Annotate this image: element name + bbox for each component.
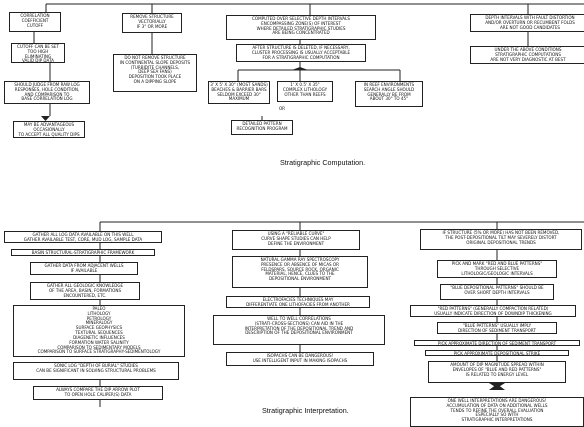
- blue-patterns-transport-box: "BLUE PATTERNS" USUALLY IMPLY DIRECTION …: [437, 322, 557, 334]
- computation-caption: Stratigraphic Computation.: [280, 158, 366, 167]
- geologic-knowledge-box: GATHER ALL GEOLOGIC KNOWLEDGE OF THE ARE…: [30, 282, 140, 300]
- red-patterns-box: "RED PATTERNS" (GENERALLY COMPACTION REL…: [410, 305, 576, 317]
- structure-not-removed-box: IF STRUCTURE (5% OR MORE) HAS NOT BEEN R…: [420, 229, 582, 250]
- correlation-coefficient-box: CORRELATION COEFFICIENT CUTOFF: [9, 12, 61, 32]
- computed-intervals-box: COMPUTED OVER SELECTIVE DEPTH INTERVALS …: [226, 15, 376, 40]
- reliable-curve-box: USING A "RELIABLE CURVE" CURVE SHAPE STU…: [232, 230, 360, 250]
- beaches-barrier-bars-box: 3' x 5' x 30° (most sands) BEACHES & BAR…: [208, 81, 270, 104]
- paleo-list-box: PALEO LITHOLOGY PETROLOGY MINERALOGY SUR…: [13, 305, 185, 357]
- electrofacies-box: ELECTROFACIES TECHNIQUES MAY DIFFERENTIA…: [226, 296, 370, 308]
- compare-caliper-box: ALWAYS COMPARE THE DIP ARROW PLOT TO OPE…: [33, 386, 163, 400]
- sediment-transport-box: PICK APPROXIMATE DIRECTION OF SEDIMENT T…: [414, 340, 580, 346]
- cutoff-too-high-box: CUTOFF CAN BE SET TOO HIGH ELIMINATING V…: [11, 43, 65, 63]
- adjacent-wells-box: GATHER DATA FROM ADJACENT WELLS IF AVAIL…: [30, 262, 138, 275]
- interpretation-caption: Stratigraphic Interpretation.: [262, 406, 349, 415]
- one-well-interpretations-box: ONE WELL INTERPRETATIONS ARE DANGEROUS! …: [410, 397, 584, 427]
- isopachs-dangerous-box: ISOPACHS CAN BE DANGEROUS! USE INTELLIGE…: [226, 352, 374, 366]
- well-to-well-correlation-box: WELL TO WELL CORRELATIONS (STRATI-CROSS-…: [213, 315, 385, 345]
- gamma-spectroscopy-box: NATURAL GAMMA RAY SPECTROSCOPY PRESENCE …: [232, 256, 368, 288]
- basin-framework-box: BASIN STRUCTURAL-STRATIGRAPHIC FRAMEWORK: [11, 249, 155, 256]
- or-label: OR: [278, 106, 286, 111]
- sonic-log-box: SONIC LOG "DEPTH OF BURIAL" STUDIES CAN …: [13, 362, 179, 380]
- depositional-strike-box: PICK APPROXIMATE DEPOSITIONAL STRIKE: [425, 350, 569, 356]
- detailed-pattern-recognition-box: DETAILED PATTERN RECOGNITION PROGRAM: [231, 120, 293, 135]
- not-diagnostic-box: UNDER THE ABOVE CONDITIONS STRATIGRAPHIC…: [470, 46, 584, 64]
- blue-depositional-patterns-box: "BLUE DEPOSITIONAL PATTERNS" SHOULD BE O…: [440, 284, 554, 300]
- fault-distortion-box: DEPTH INTERVALS WITH FAULT DISTORTION AN…: [470, 14, 584, 32]
- dip-magnitude-spread-box: AMOUNT OF DIP MAGNITUDE SPREAD WITHIN EN…: [428, 361, 566, 383]
- do-not-remove-structure-box: DO NOT REMOVE STRUCTURE IN CONTINENTAL S…: [113, 54, 197, 92]
- judge-raw-log-box: SHOULD JUDGE FROM RAW LOG RESPONSES, HOL…: [4, 81, 90, 104]
- remove-structure-box: REMOVE STRUCTURE VECTORIALLY IF 3° OR MO…: [122, 13, 182, 33]
- accept-all-dips-box: MAY BE ADVANTAGEOUS OCCASIONALLY TO ACCE…: [13, 121, 85, 138]
- complex-lithology-box: 1' x 0.5' x 35° COMPLEX LITHOLOGY OTHER …: [277, 81, 333, 102]
- gather-log-data-box: GATHER ALL LOG DATA AVAILABLE ON THIS WE…: [4, 231, 162, 243]
- pick-red-blue-patterns-box: PICK AND MARK "RED AND BLUE PATTERNS" TH…: [437, 260, 557, 278]
- reef-search-angle-box: IN REEF ENVIRONMENTS SEARCH ANGLE SHOULD…: [355, 81, 423, 107]
- after-structure-deleted-box: AFTER STRUCTURE IS DELETED, IF NECESSARY…: [236, 44, 366, 62]
